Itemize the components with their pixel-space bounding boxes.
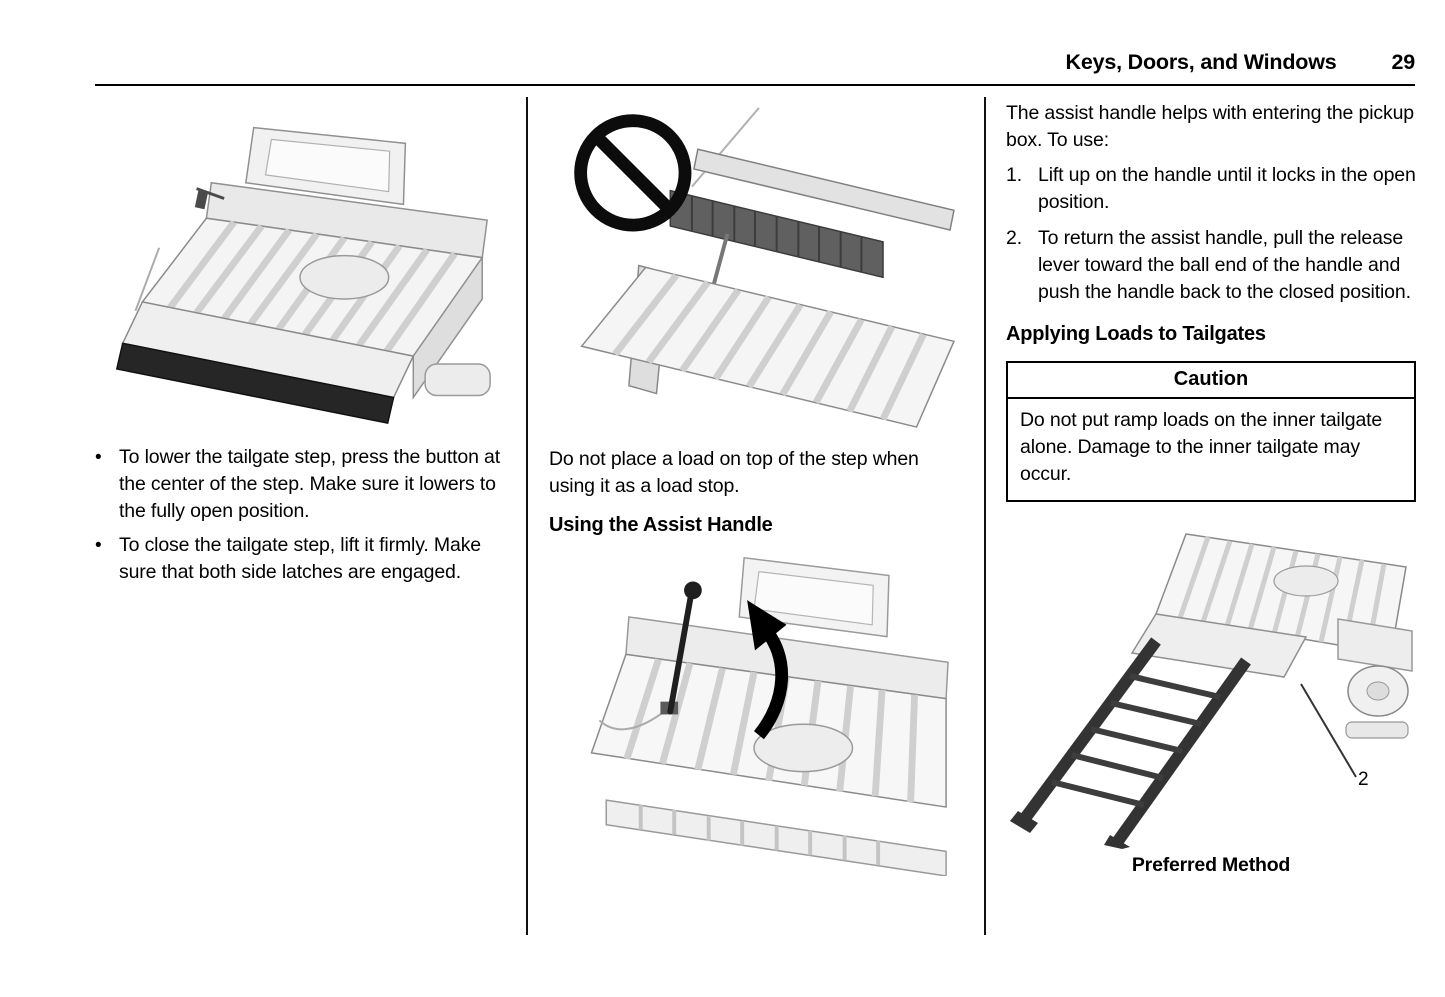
ramp: [1010, 637, 1251, 849]
bullet-marker: •: [95, 447, 102, 468]
assist-handle: [660, 581, 702, 715]
list-item: 1. Lift up on the handle until it locks …: [1006, 162, 1416, 216]
right-column: The assist handle helps with entering th…: [1006, 100, 1416, 877]
middle-column: Do not place a load on top of the step w…: [549, 100, 959, 876]
ramp-figure: 2: [1006, 519, 1416, 849]
page-header: Keys, Doors, and Windows 29: [95, 50, 1416, 75]
bullet-marker: •: [95, 535, 102, 556]
no-symbol-icon: [574, 114, 692, 232]
list-item: • To close the tailgate step, lift it fi…: [95, 532, 505, 586]
open-tailgate: [1130, 613, 1308, 678]
caution-title: Caution: [1008, 363, 1414, 399]
tailgate-step-bullets: • To lower the tailgate step, press the …: [95, 444, 505, 586]
callout-label: 2: [1358, 769, 1369, 790]
tailgate-step-figure: [95, 100, 505, 430]
caution-box: Caution Do not put ramp loads on the inn…: [1006, 361, 1416, 502]
assist-handle-intro: The assist handle helps with entering th…: [1006, 102, 1414, 151]
assist-handle-heading: Using the Assist Handle: [549, 514, 773, 536]
tailgate-ribs: [612, 273, 927, 421]
assist-handle-steps: 1. Lift up on the handle until it locks …: [1006, 162, 1416, 306]
applying-loads-heading: Applying Loads to Tailgates: [1006, 323, 1266, 345]
column-divider: [984, 97, 986, 935]
step-number: 1.: [1006, 164, 1022, 186]
column-divider: [526, 97, 528, 935]
bullet-text: To close the tailgate step, lift it firm…: [119, 534, 481, 583]
ramp-illustration: [1010, 533, 1413, 849]
no-load-caption: Do not place a load on top of the step w…: [549, 448, 919, 497]
callout-line: [1300, 683, 1357, 778]
rotate-up-arrow-icon: [747, 600, 788, 740]
bed-ribs: [167, 220, 458, 354]
tailgate-step: [115, 342, 395, 424]
preferred-method-caption: Preferred Method: [1131, 854, 1291, 876]
step-number: 2.: [1006, 227, 1022, 249]
caution-body: Do not put ramp loads on the inner tailg…: [1020, 409, 1383, 485]
page-number: 29: [1391, 50, 1415, 74]
no-load-figure: [549, 100, 959, 430]
tailgate-step-illustration: [115, 126, 491, 424]
list-item: • To lower the tailgate step, press the …: [95, 444, 505, 525]
header-rule: [95, 84, 1415, 86]
step-text: To return the assist handle, pull the re…: [1038, 227, 1411, 303]
left-column: • To lower the tailgate step, press the …: [95, 100, 505, 593]
step-text: Lift up on the handle until it locks in …: [1038, 164, 1416, 213]
section-title: Keys, Doors, and Windows: [1065, 50, 1337, 74]
assist-handle-illustration: [590, 556, 949, 876]
load-plank: [693, 148, 955, 231]
bullet-text: To lower the tailgate step, press the bu…: [119, 446, 501, 522]
no-load-illustration: [574, 107, 956, 428]
assist-handle-figure: [549, 546, 959, 876]
list-item: 2. To return the assist handle, pull the…: [1006, 225, 1416, 306]
